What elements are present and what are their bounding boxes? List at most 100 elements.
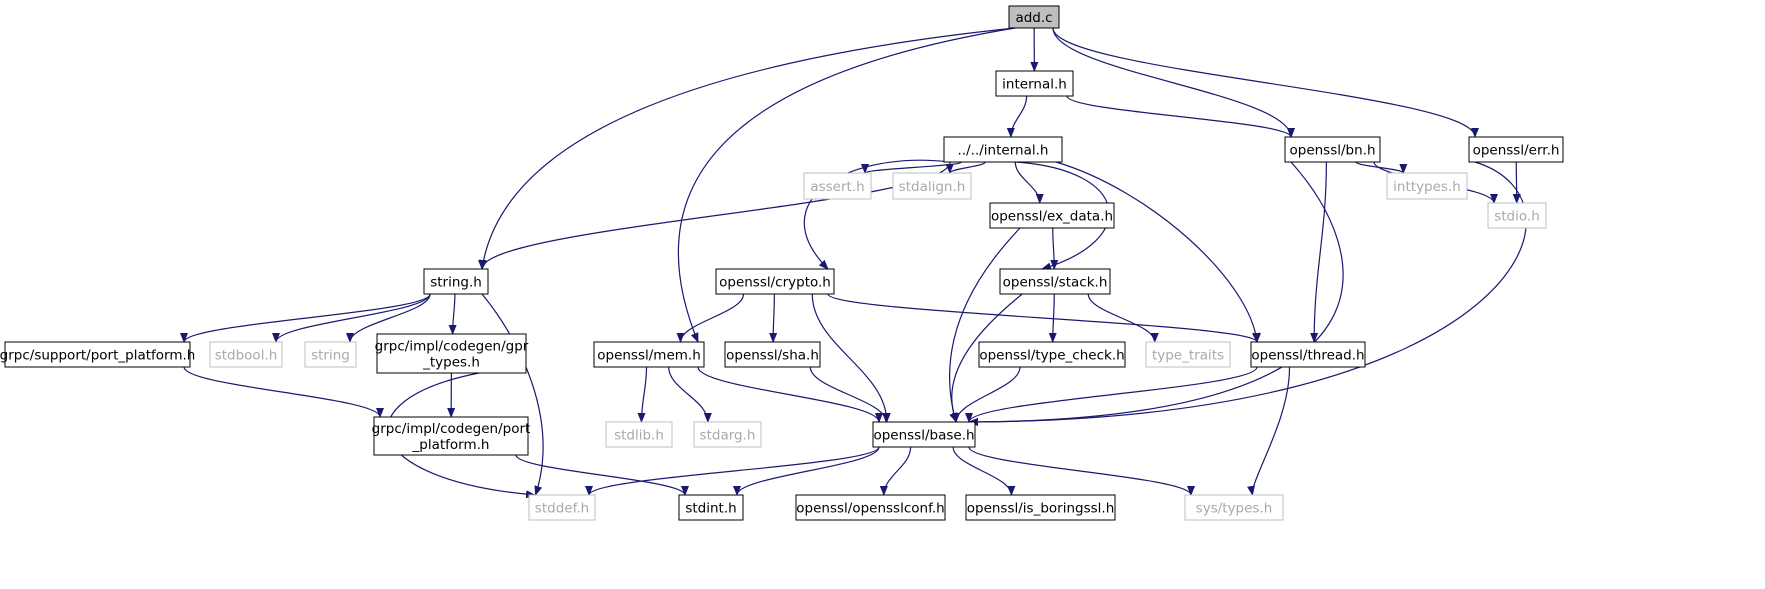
node-type-traits: type_traits [1145, 341, 1231, 368]
edge-openssl-base-h-to-openssl-is-boringssl-h [952, 446, 1016, 496]
edge-grpc-support-port-platform-h-to-grpc-codegen-port-platform-h [183, 366, 384, 418]
node-label: grpc/impl/codegen/port [372, 421, 531, 437]
edge-openssl-stack-h-to-type-traits [1087, 293, 1159, 343]
node-add-c[interactable]: add.c [1008, 5, 1060, 29]
node-label: openssl/mem.h [597, 348, 701, 364]
node-openssl-crypto-h[interactable]: openssl/crypto.h [715, 268, 835, 295]
edge-internal-h-to-openssl-bn-h [1066, 95, 1295, 138]
node-label: stdarg.h [700, 428, 756, 444]
node-string-h[interactable]: string.h [423, 268, 489, 295]
edge-openssl-mem-h-to-stdarg-h [668, 366, 712, 423]
node-stdio-h: stdio.h [1487, 202, 1547, 229]
node-box [373, 416, 529, 456]
node-label: openssl/ex_data.h [991, 209, 1113, 225]
node-label: openssl/bn.h [1289, 143, 1375, 159]
node-grpc-codegen-port-platform-h[interactable]: grpc/impl/codegen/port_platform.h [372, 416, 531, 456]
node-openssl-ex-data-h[interactable]: openssl/ex_data.h [989, 202, 1115, 229]
edge-openssl-base-h-to-sys-types-h [968, 446, 1195, 496]
node-openssl-stack-h[interactable]: openssl/stack.h [999, 268, 1111, 295]
edge-grpc-codegen-port-platform-h-to-stdint-h [515, 454, 689, 496]
node-stdint-h[interactable]: stdint.h [678, 494, 744, 521]
node-label: grpc/support/port_platform.h [0, 348, 195, 364]
node-box [1008, 5, 1060, 29]
node-label: stdint.h [685, 501, 736, 517]
node-openssl-sha-h[interactable]: openssl/sha.h [724, 341, 821, 368]
edge-openssl-base-h-to-stddef-h [585, 446, 880, 496]
node-label: stdio.h [1494, 209, 1540, 225]
node-openssl-opensslconf-h[interactable]: openssl/opensslconf.h [795, 494, 946, 521]
node-box [593, 341, 705, 368]
node-box [605, 421, 673, 448]
node-label: openssl/type_check.h [979, 348, 1124, 364]
node-label: openssl/crypto.h [719, 275, 831, 291]
node-box [693, 421, 762, 448]
node-box [1468, 136, 1564, 163]
edge-openssl-thread-h-to-sys-types-h [1247, 366, 1291, 496]
edge-openssl-stack-h-to-openssl-base-h [949, 293, 1023, 423]
node-label: internal.h [1002, 77, 1067, 93]
node-openssl-is-boringssl-h[interactable]: openssl/is_boringssl.h [965, 494, 1116, 521]
edge-openssl-err-h-to-stdio-h [1512, 161, 1521, 204]
node-sys-types-h: sys/types.h [1184, 494, 1284, 521]
node-openssl-type-check-h[interactable]: openssl/type_check.h [978, 341, 1126, 368]
edge-string-h-to-stdbool-h [272, 293, 431, 343]
edge-add-c-to-openssl-bn-h [1052, 27, 1295, 138]
node-label: _types.h [422, 355, 480, 371]
edge-openssl-mem-h-to-stdlib-h [637, 366, 648, 423]
node-openssl-base-h[interactable]: openssl/base.h [872, 421, 976, 448]
node-stdlib-h: stdlib.h [605, 421, 673, 448]
node-dotdot-internal-h[interactable]: ../../internal.h [943, 136, 1063, 163]
node-label: openssl/base.h [873, 428, 974, 444]
edge-openssl-thread-h-to-openssl-base-h [965, 366, 1258, 423]
node-label: openssl/sha.h [726, 348, 819, 364]
node-box [795, 494, 946, 521]
node-stddef-h: stddef.h [528, 494, 596, 521]
node-stdalign-h: stdalign.h [892, 172, 972, 200]
edge-dotdot-internal-h-to-stdalign-h [945, 161, 986, 174]
node-openssl-err-h[interactable]: openssl/err.h [1468, 136, 1564, 163]
edge-openssl-sha-h-to-openssl-base-h [809, 366, 891, 423]
node-label: sys/types.h [1196, 501, 1273, 517]
node-label: _platform.h [412, 437, 490, 453]
node-box [872, 421, 976, 448]
edge-string-h-to-stddef-h [481, 293, 544, 496]
node-openssl-thread-h[interactable]: openssl/thread.h [1250, 341, 1366, 368]
node-label: grpc/impl/codegen/gpr [375, 339, 529, 355]
node-grpc-gpr-types-h[interactable]: grpc/impl/codegen/gpr_types.h [375, 333, 529, 374]
node-internal-h[interactable]: internal.h [995, 70, 1074, 97]
node-openssl-mem-h[interactable]: openssl/mem.h [593, 341, 705, 368]
edge-openssl-ex-data-h-to-openssl-stack-h [1050, 227, 1059, 270]
edge-dotdot-internal-h-to-openssl-ex-data-h [1014, 161, 1044, 204]
edge-add-c-to-string-h [479, 27, 1016, 270]
edge-add-c-to-openssl-err-h [1052, 27, 1479, 138]
node-label: string [311, 348, 350, 364]
node-label: openssl/err.h [1473, 143, 1560, 159]
node-box [1386, 172, 1468, 200]
node-stdbool-h: stdbool.h [209, 341, 283, 368]
edge-openssl-ex-data-h-to-openssl-base-h [949, 227, 1021, 423]
node-label: openssl/opensslconf.h [796, 501, 944, 517]
node-label: stdbool.h [215, 348, 278, 364]
node-box [1284, 136, 1381, 163]
node-string: string [304, 341, 357, 368]
edge-string-h-to-string [346, 293, 431, 343]
node-label: type_traits [1152, 348, 1224, 364]
edge-string-h-to-grpc-gpr-types-h [448, 293, 457, 335]
node-stdarg-h: stdarg.h [693, 421, 762, 448]
node-label: assert.h [810, 179, 864, 195]
edge-openssl-crypto-h-to-openssl-sha-h [769, 293, 778, 343]
node-label: stddef.h [535, 501, 589, 517]
edge-openssl-crypto-h-to-openssl-mem-h [676, 293, 745, 343]
node-box [4, 341, 191, 368]
node-label: openssl/is_boringssl.h [967, 501, 1115, 517]
edge-string-h-to-grpc-support-port-platform-h [180, 293, 431, 343]
node-box [965, 494, 1116, 521]
node-label: string.h [430, 275, 482, 291]
edge-openssl-bn-h-to-openssl-base-h [968, 161, 1344, 426]
node-box [978, 341, 1126, 368]
node-openssl-bn-h[interactable]: openssl/bn.h [1284, 136, 1381, 163]
node-grpc-support-port-platform-h[interactable]: grpc/support/port_platform.h [0, 341, 195, 368]
node-box [999, 268, 1111, 295]
edge-add-c-to-openssl-mem-h [677, 27, 1016, 343]
